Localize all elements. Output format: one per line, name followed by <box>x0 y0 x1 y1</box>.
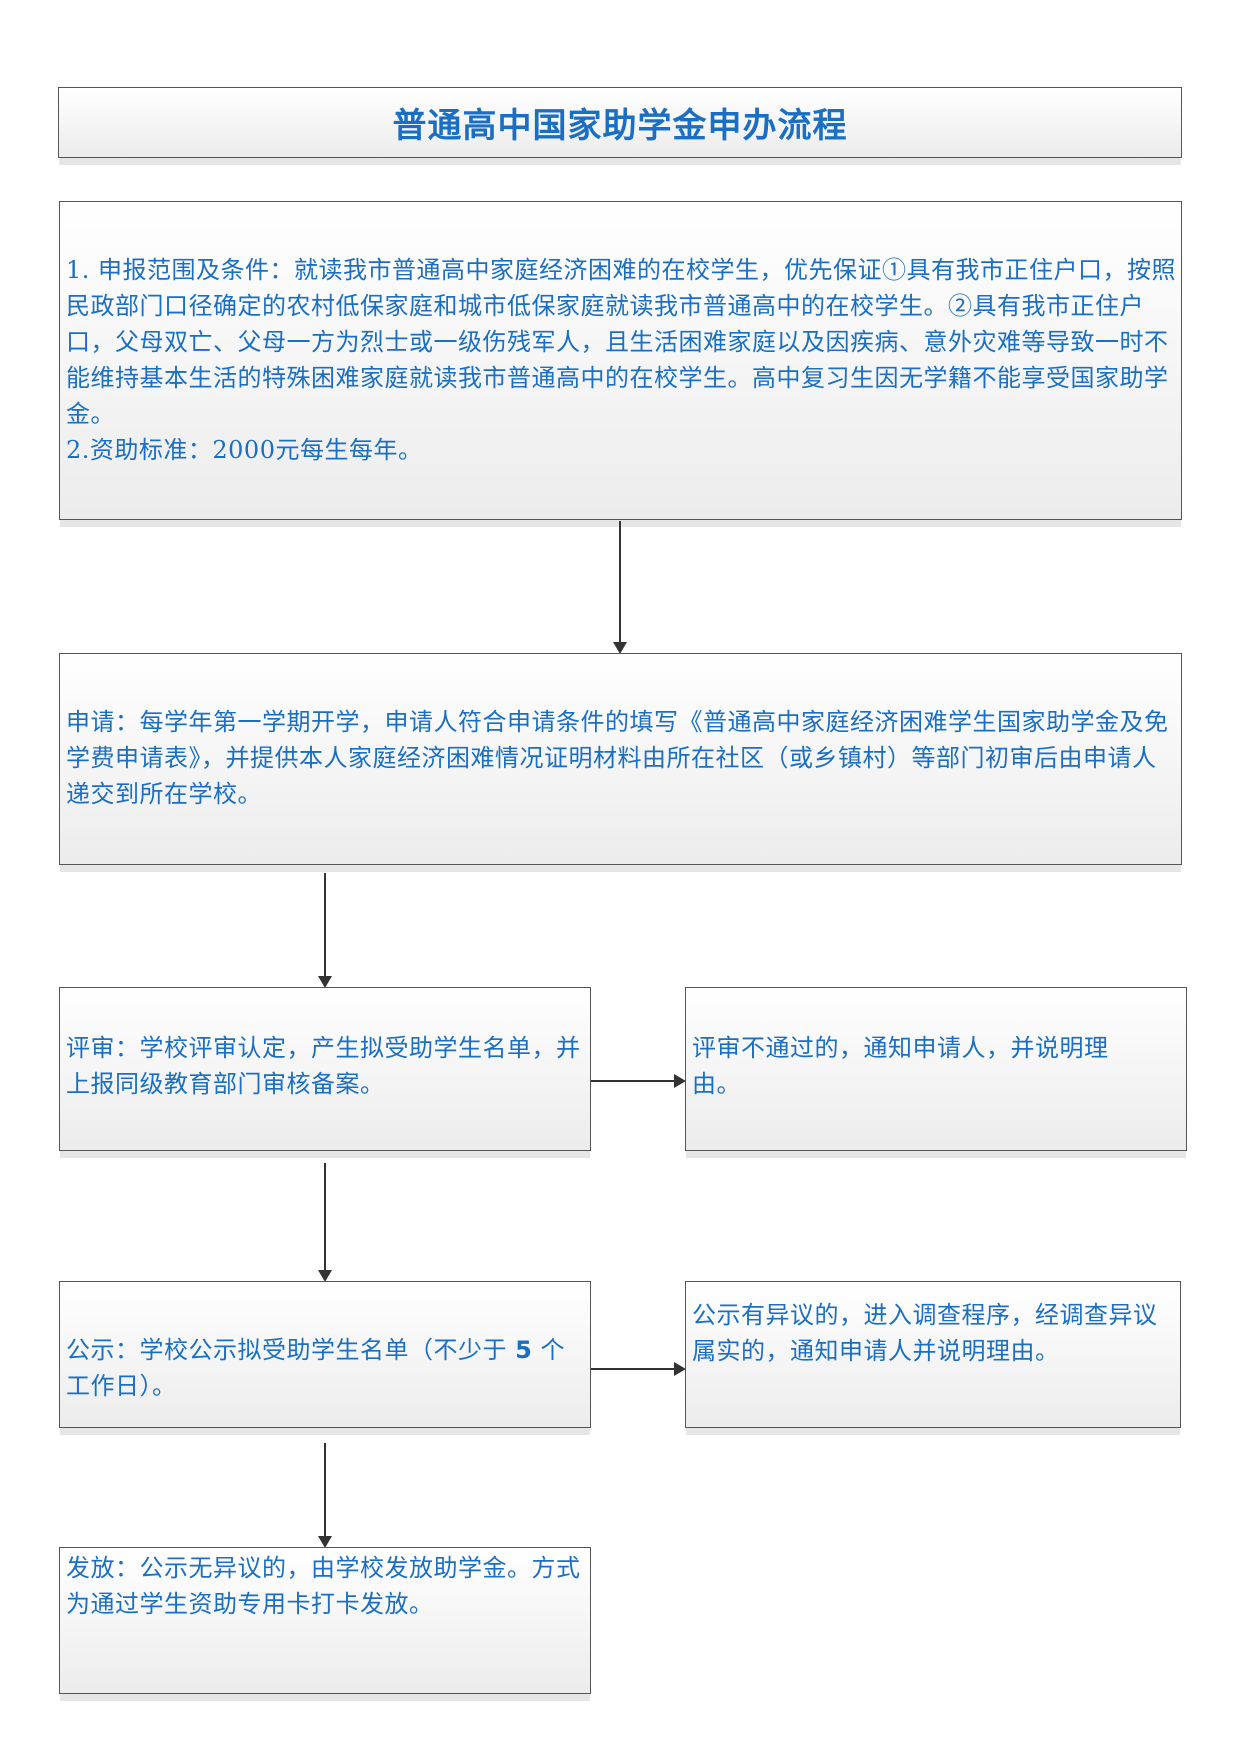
arrow-down <box>318 1163 332 1282</box>
apply-box: 申请：每学年第一学期开学，申请人符合申请条件的填写《普通高中家庭经济困难学生国家… <box>59 653 1182 865</box>
title-box: 普通高中国家助学金申办流程 <box>58 87 1182 158</box>
review-text: 评审：学校评审认定，产生拟受助学生名单，并上报同级教育部门审核备案。 <box>66 1034 581 1098</box>
arrow-down <box>318 873 332 988</box>
distribute-text: 发放：公示无异议的，由学校发放助学金。方式为通过学生资助专用卡打卡发放。 <box>66 1554 581 1618</box>
publicity-text: 公示：学校公示拟受助学生名单（不少于 5 个工作日）。 <box>66 1336 565 1400</box>
review-box: 评审：学校评审认定，产生拟受助学生名单，并上报同级教育部门审核备案。 <box>59 987 591 1151</box>
objection-text: 公示有异议的，进入调查程序，经调查异议属实的，通知申请人并说明理由。 <box>692 1301 1158 1365</box>
objection-box: 公示有异议的，进入调查程序，经调查异议属实的，通知申请人并说明理由。 <box>685 1281 1181 1428</box>
review-fail-text: 评审不通过的，通知申请人，并说明理由。 <box>692 1034 1109 1098</box>
arrow-down <box>318 1443 332 1548</box>
distribute-box: 发放：公示无异议的，由学校发放助学金。方式为通过学生资助专用卡打卡发放。 <box>59 1547 591 1694</box>
page-title: 普通高中国家助学金申办流程 <box>392 106 848 146</box>
conditions-box: 1. 申报范围及条件：就读我市普通高中家庭经济困难的在校学生，优先保证①具有我市… <box>59 201 1182 520</box>
conditions-text: 1. 申报范围及条件：就读我市普通高中家庭经济困难的在校学生，优先保证①具有我市… <box>66 256 1177 428</box>
publicity-days: 5 <box>515 1336 533 1364</box>
arrow-down <box>613 521 627 654</box>
arrow-right <box>591 1362 686 1376</box>
review-fail-box: 评审不通过的，通知申请人，并说明理由。 <box>685 987 1187 1151</box>
arrow-right <box>591 1074 686 1088</box>
funding-standard-text: 2.资助标准：2000元每生每年。 <box>66 436 423 464</box>
apply-text: 申请：每学年第一学期开学，申请人符合申请条件的填写《普通高中家庭经济困难学生国家… <box>66 708 1169 808</box>
publicity-box: 公示：学校公示拟受助学生名单（不少于 5 个工作日）。 <box>59 1281 591 1428</box>
